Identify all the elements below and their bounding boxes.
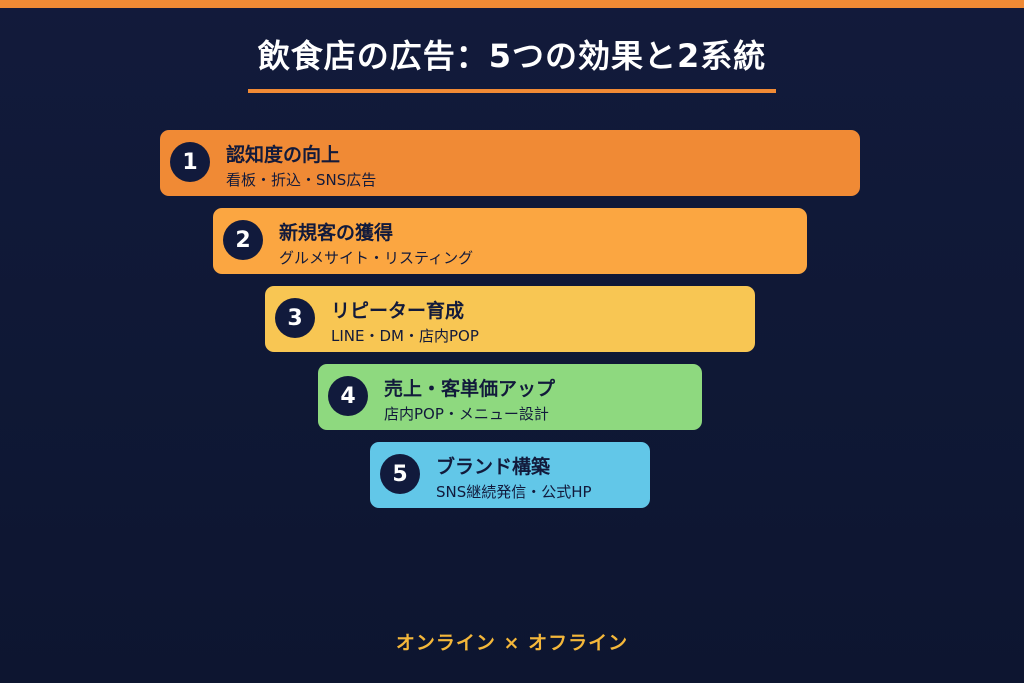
footer-caption: オンライン × オフライン xyxy=(395,632,629,654)
tier-5: 5 ブランド構築 SNS継続発信・公式HP xyxy=(370,442,650,508)
top-accent-bar xyxy=(0,0,1024,8)
tier-subtitle: グルメサイト・リスティング xyxy=(279,249,474,267)
tier-number-badge: 4 xyxy=(328,376,368,416)
tier-number-badge: 5 xyxy=(380,454,420,494)
tier-title: 売上・客単価アップ xyxy=(384,378,556,400)
tier-subtitle: SNS継続発信・公式HP xyxy=(436,483,592,501)
tier-number-badge: 2 xyxy=(223,220,263,260)
tier-4: 4 売上・客単価アップ 店内POP・メニュー設計 xyxy=(318,364,702,430)
tier-number-badge: 1 xyxy=(170,142,210,182)
page-title: 飲食店の広告：5つの効果と2系統 xyxy=(257,37,767,75)
tier-2: 2 新規客の獲得 グルメサイト・リスティング xyxy=(213,208,807,274)
tier-subtitle: 看板・折込・SNS広告 xyxy=(226,171,377,189)
tier-title: ブランド構築 xyxy=(436,456,551,478)
tier-title: リピーター育成 xyxy=(331,300,465,322)
tier-subtitle: 店内POP・メニュー設計 xyxy=(384,405,549,423)
tier-3: 3 リピーター育成 LINE・DM・店内POP xyxy=(265,286,755,352)
tier-1: 1 認知度の向上 看板・折込・SNS広告 xyxy=(160,130,860,196)
tier-number-badge: 3 xyxy=(275,298,315,338)
tier-title: 認知度の向上 xyxy=(226,144,341,166)
tier-subtitle: LINE・DM・店内POP xyxy=(331,327,479,345)
title-underline xyxy=(248,89,776,93)
tier-title: 新規客の獲得 xyxy=(279,222,394,244)
